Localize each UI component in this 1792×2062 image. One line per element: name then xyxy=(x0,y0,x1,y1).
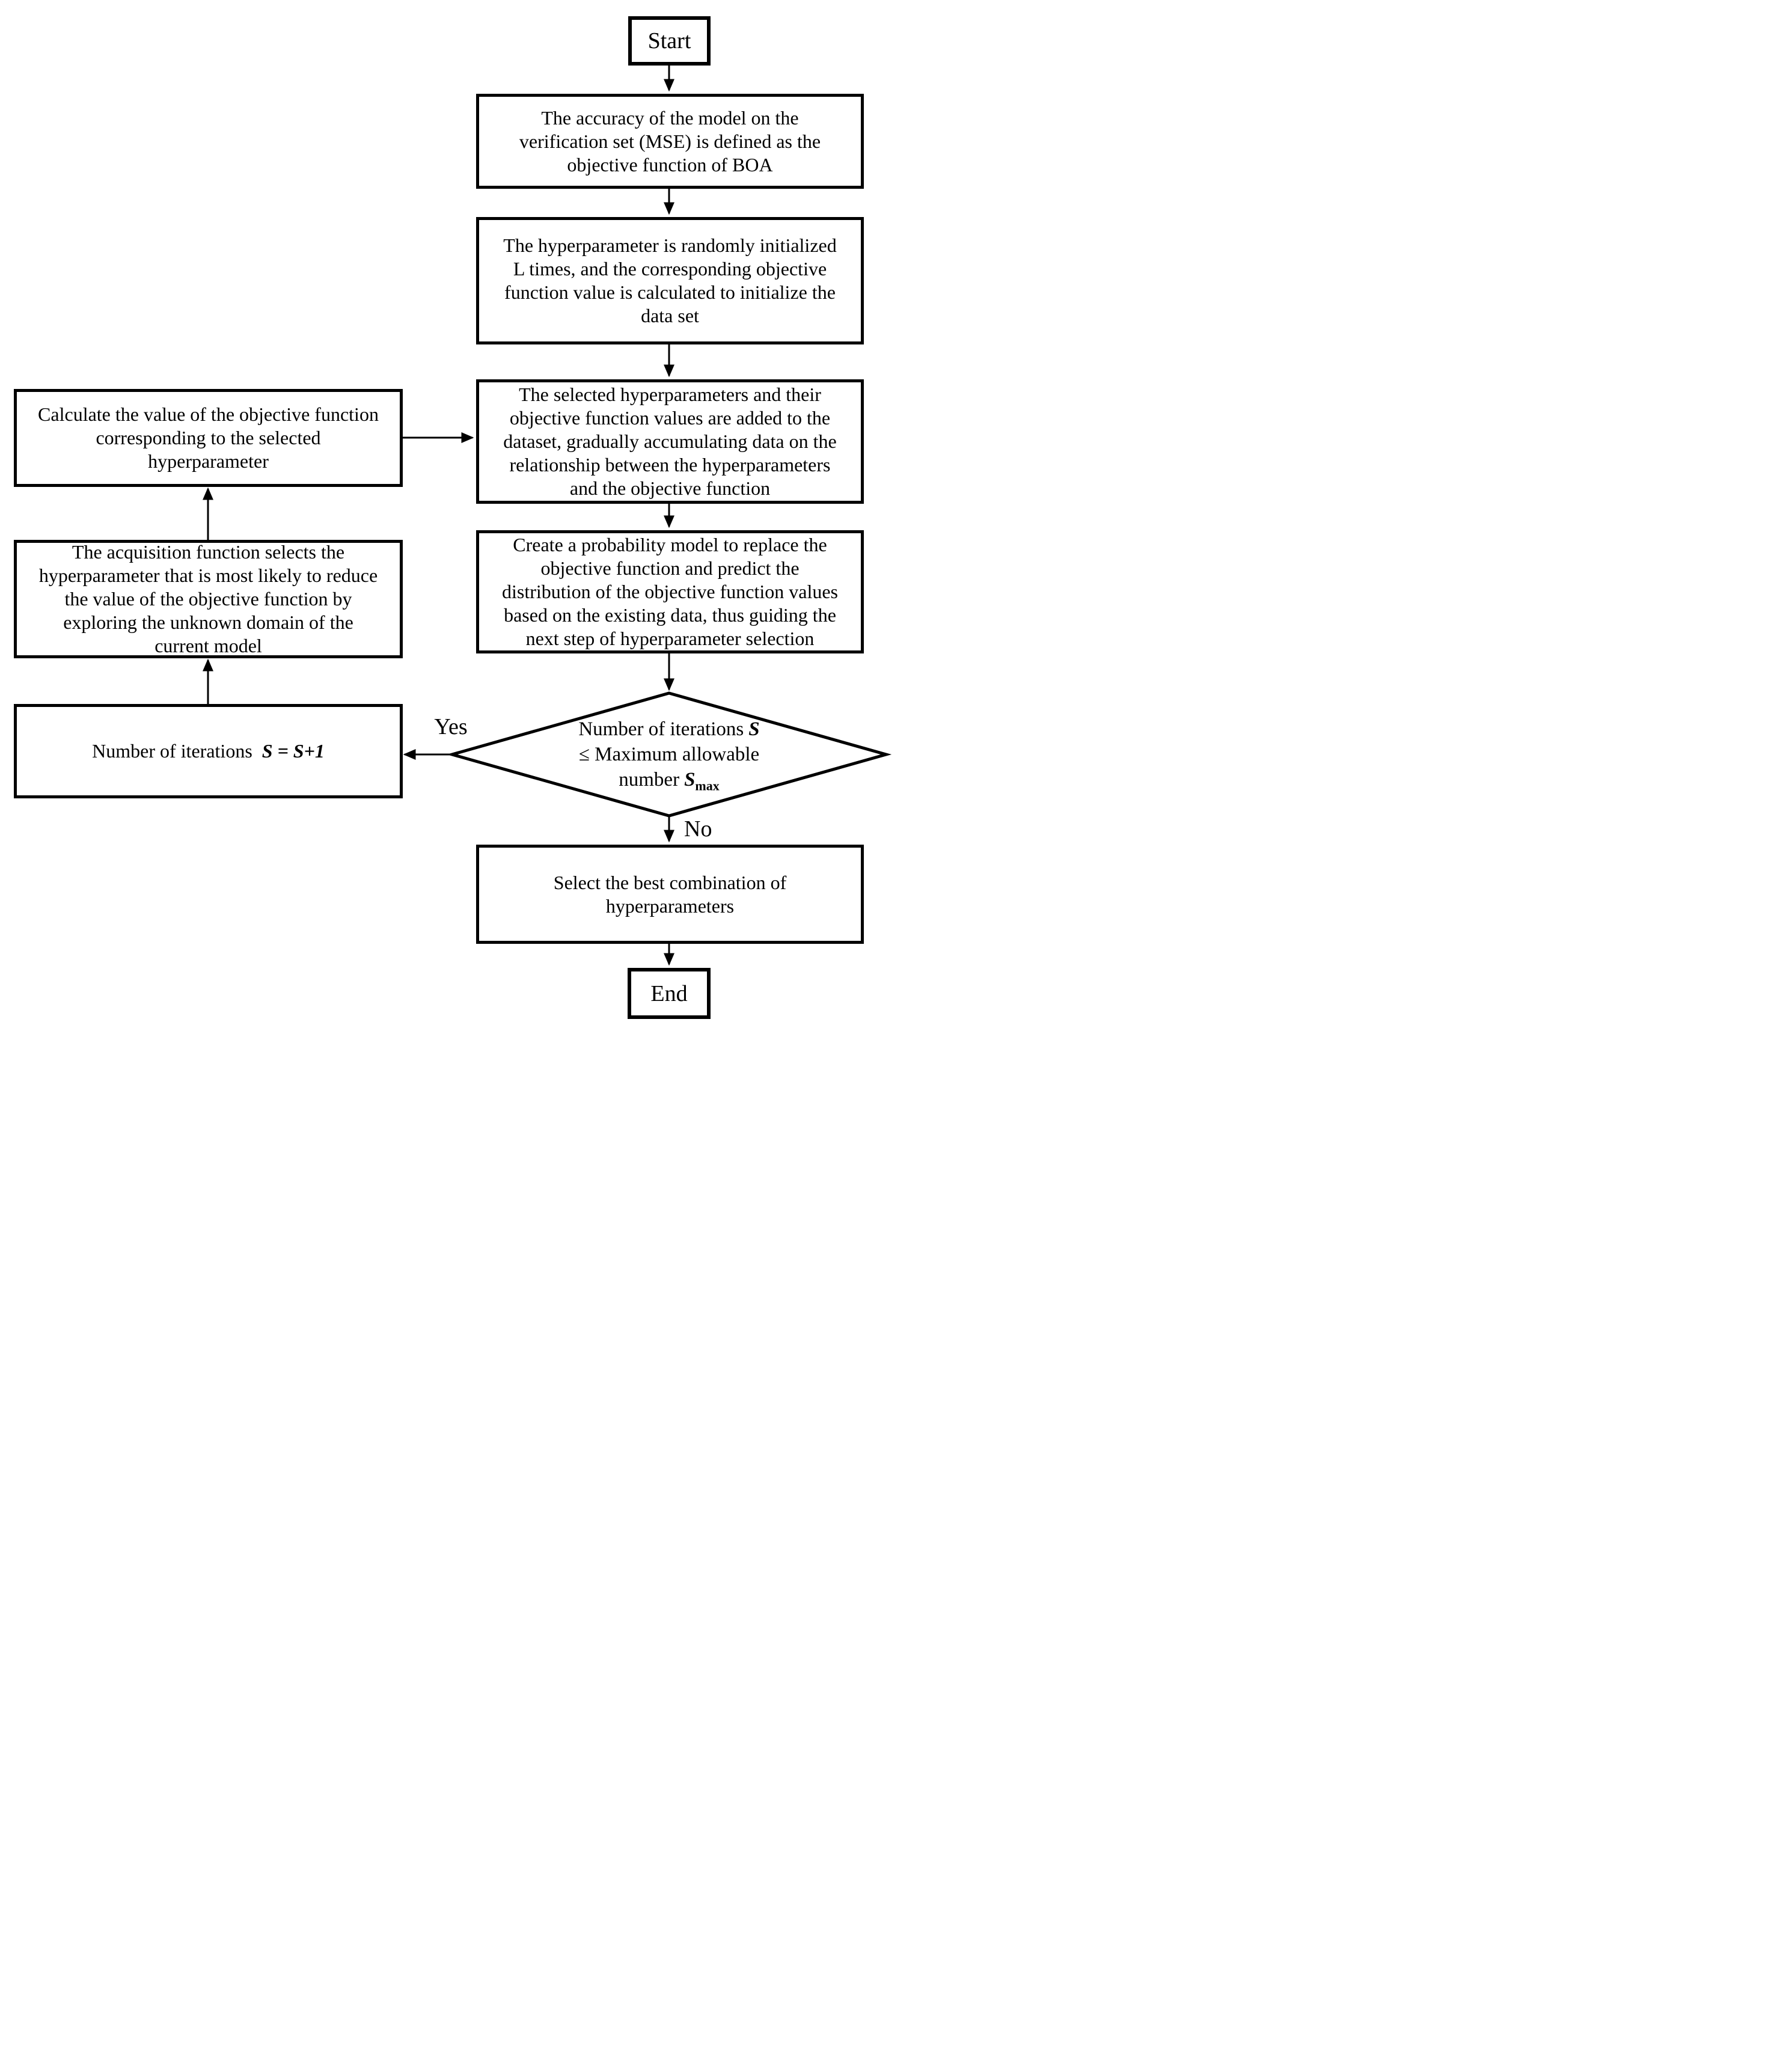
max-iterations-variable: S xyxy=(684,769,696,791)
acquisition-select-node: The acquisition function selects the hyp… xyxy=(14,540,403,658)
no-branch-label: No xyxy=(684,816,712,842)
flow-connectors xyxy=(203,66,892,966)
calculate-objective-node: Calculate the value of the objective fun… xyxy=(14,389,403,487)
max-subscript: max xyxy=(695,778,720,794)
start-label: Start xyxy=(647,28,691,54)
end-label: End xyxy=(650,981,688,1006)
add-to-dataset-text: The selected hyperparameters and their o… xyxy=(503,384,837,499)
add-to-dataset-node: The selected hyperparameters and their o… xyxy=(476,379,864,504)
flowchart-canvas: Start The accuracy of the model on the v… xyxy=(0,0,896,1031)
select-best-node: Select the best combination of hyperpara… xyxy=(476,845,864,944)
calculate-objective-text: Calculate the value of the objective fun… xyxy=(38,403,379,472)
decision-line-1-text: Number of iterations xyxy=(578,718,744,740)
decision-line-2: ≤ Maximum allowable xyxy=(529,742,809,767)
increment-prefix: Number of iterations xyxy=(92,740,252,762)
end-node: End xyxy=(628,968,711,1019)
decision-line-2-text: ≤ Maximum allowable xyxy=(578,744,760,765)
increment-iterations-node: Number of iterations S = S+1 xyxy=(14,704,403,798)
increment-iterations-text: Number of iterations S = S+1 xyxy=(90,739,327,763)
random-init-text: The hyperparameter is randomly initializ… xyxy=(503,234,837,326)
yes-branch-label: Yes xyxy=(434,714,468,739)
probability-model-node: Create a probability model to replace th… xyxy=(476,530,864,653)
increment-expression: S = S+1 xyxy=(261,740,325,762)
select-best-text: Select the best combination of hyperpara… xyxy=(553,871,787,917)
acquisition-select-text: The acquisition function selects the hyp… xyxy=(38,541,378,656)
random-init-node: The hyperparameter is randomly initializ… xyxy=(476,217,864,344)
define-objective-node: The accuracy of the model on the verific… xyxy=(476,94,864,189)
decision-line-3-text: number xyxy=(619,769,680,791)
start-node: Start xyxy=(628,16,711,66)
iterations-variable: S xyxy=(748,718,760,740)
probability-model-text: Create a probability model to replace th… xyxy=(502,534,838,649)
define-objective-text: The accuracy of the model on the verific… xyxy=(519,106,821,176)
